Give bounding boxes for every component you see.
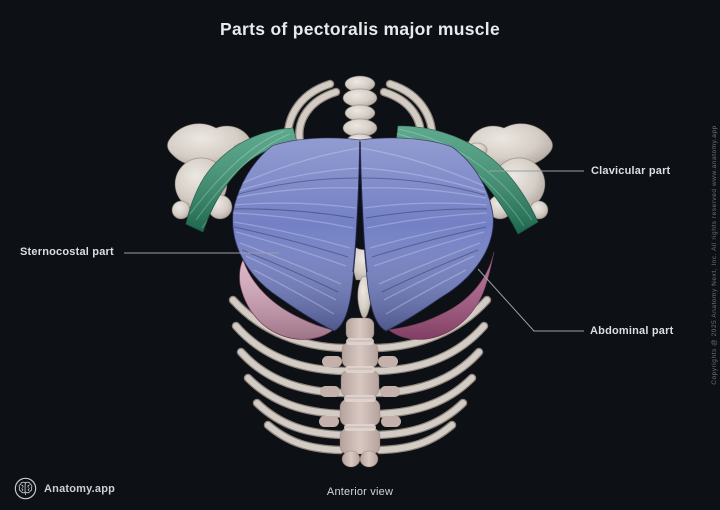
sternocostal-right-fibers xyxy=(360,147,488,315)
intervertebral-discs xyxy=(344,338,376,431)
brain-logo-icon xyxy=(14,477,37,500)
brand-name: Anatomy.app xyxy=(44,482,116,495)
sternocostal-left-fibers xyxy=(232,147,360,315)
page-title: Parts of pectoralis major muscle xyxy=(220,19,500,39)
leader-line-abdominal xyxy=(477,268,584,332)
brand-logo: Anatomy.app xyxy=(14,477,115,500)
label-sternocostal-part: Sternocostal part xyxy=(20,246,114,258)
midline-seam xyxy=(359,141,368,273)
leader-lines xyxy=(124,170,584,332)
lumbar-spine xyxy=(319,317,401,468)
label-clavicular-part: Clavicular part xyxy=(591,165,671,177)
pectoralis-major-muscles xyxy=(185,125,539,340)
label-abdominal-part: Abdominal part xyxy=(590,325,674,337)
view-caption: Anterior view xyxy=(326,486,394,498)
copyright-text: Copyrights @ 2025 Anatomy Next, Inc. All… xyxy=(711,125,718,385)
transverse-processes xyxy=(319,356,401,427)
vertebral-bodies xyxy=(339,317,381,468)
